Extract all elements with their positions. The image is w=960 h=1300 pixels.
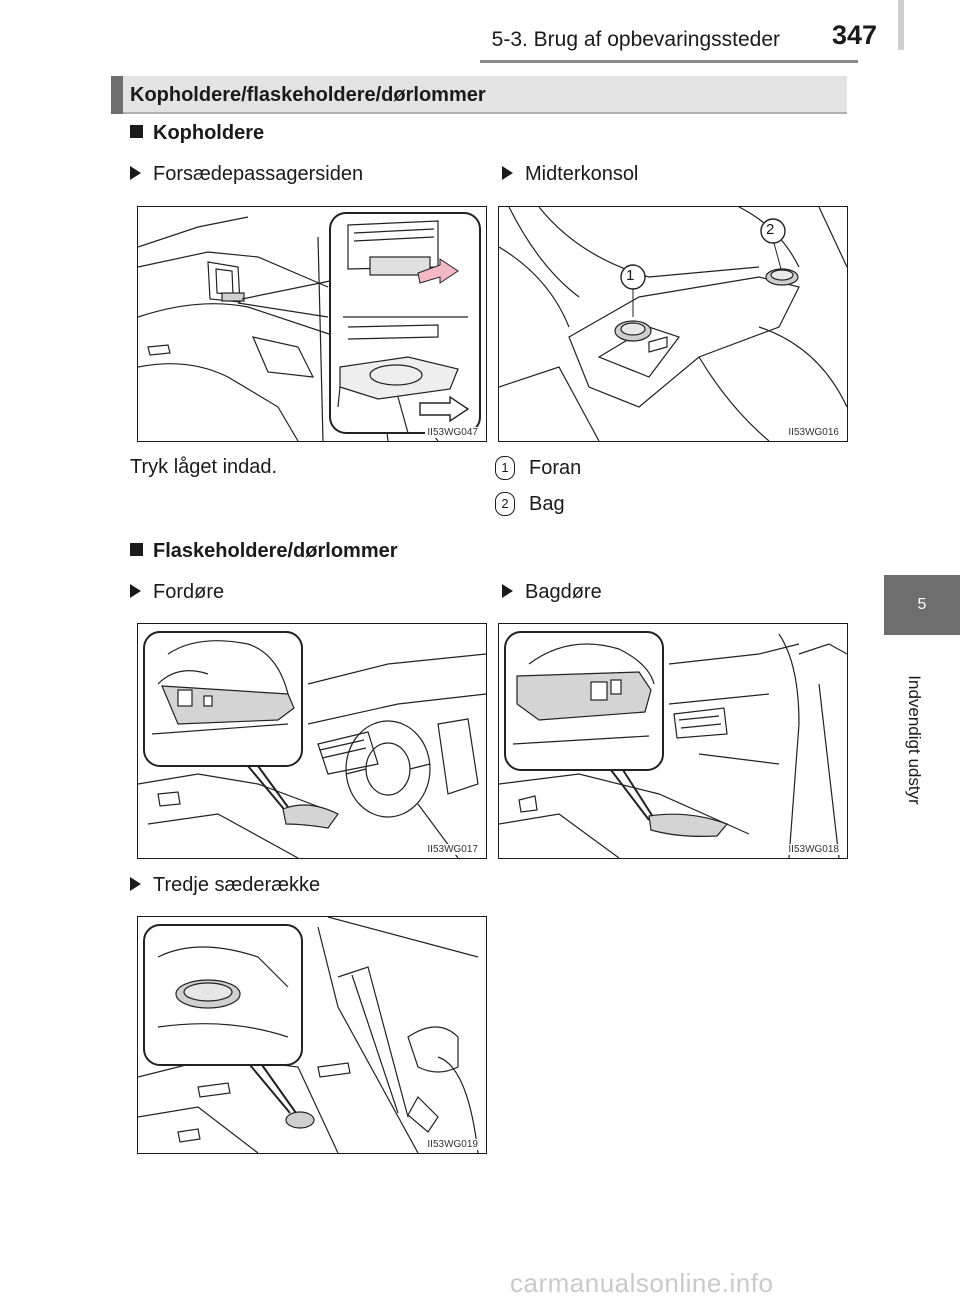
- figure-center-console: 1 2 II53WG016: [498, 206, 848, 442]
- legend-item: 1 Foran: [495, 456, 581, 480]
- figure-passenger-cup-holder: II53WG047: [137, 206, 487, 442]
- subheading-bottle-holders-text: Flaskeholdere/dørlommer: [153, 540, 398, 562]
- figure-code: II53WG017: [425, 844, 480, 855]
- label-rear-doors-text: Bagdøre: [525, 581, 602, 603]
- figure-code: II53WG019: [425, 1139, 480, 1150]
- figure-rear-door-pocket: II53WG018: [498, 623, 848, 859]
- watermark: carmanualsonline.info: [510, 1268, 774, 1298]
- figure-front-door-pocket: II53WG017: [137, 623, 487, 859]
- subheading-bottle-holders: Flaskeholdere/dørlommer: [130, 540, 398, 563]
- label-passenger-side: Forsædepassagersiden: [130, 163, 363, 186]
- center-console-illustration: [499, 207, 847, 441]
- label-front-doors: Fordøre: [130, 581, 224, 604]
- number-badge: 1: [495, 456, 515, 480]
- square-bullet-icon: [130, 125, 143, 138]
- legend-text: Foran: [529, 457, 582, 479]
- callout-1: 1: [626, 267, 635, 284]
- triangle-bullet-icon: [130, 584, 141, 598]
- page-header: [0, 0, 960, 60]
- callout-2: 2: [766, 221, 775, 238]
- third-row-illustration: [138, 917, 479, 1153]
- subheading-cup-holders: Kopholdere: [130, 122, 264, 145]
- label-third-row-text: Tredje sæderække: [153, 874, 321, 896]
- front-door-illustration: [138, 631, 486, 858]
- chapter-title: 5-3. Brug af opbevaringssteder: [491, 28, 780, 51]
- passenger-dashboard-illustration: [138, 212, 481, 441]
- caption-push-lid: Tryk låget indad.: [130, 456, 278, 478]
- triangle-bullet-icon: [502, 584, 513, 598]
- triangle-bullet-icon: [130, 877, 141, 891]
- figure-code: II53WG047: [425, 427, 480, 438]
- section-title: Kopholdere/flaskeholdere/dørlommer: [130, 84, 486, 106]
- figure-code: II53WG018: [786, 844, 841, 855]
- legend-text: Bag: [529, 493, 565, 515]
- rear-door-illustration: [499, 631, 847, 858]
- triangle-bullet-icon: [130, 166, 141, 180]
- legend-item: 2 Bag: [495, 492, 565, 516]
- number-badge: 2: [495, 492, 515, 516]
- label-center-console: Midterkonsol: [502, 163, 638, 186]
- section-heading-accent: [111, 76, 123, 114]
- label-third-row: Tredje sæderække: [130, 874, 320, 897]
- chapter-tab: [884, 575, 960, 635]
- chapter-side-label: Indvendigt udstyr: [905, 675, 924, 805]
- edge-strip: [898, 0, 904, 50]
- section-heading-bar: [111, 76, 847, 114]
- page-number: 347: [832, 20, 878, 50]
- label-passenger-side-text: Forsædepassagersiden: [153, 163, 364, 185]
- label-front-doors-text: Fordøre: [153, 581, 225, 603]
- triangle-bullet-icon: [502, 166, 513, 180]
- figure-code: II53WG016: [786, 427, 841, 438]
- chapter-side-label-wrap: Indvendigt udstyr: [868, 640, 960, 840]
- figure-third-row-holder: II53WG019: [137, 916, 487, 1154]
- label-center-console-text: Midterkonsol: [525, 163, 639, 185]
- square-bullet-icon: [130, 543, 143, 556]
- chapter-tab-number: 5: [917, 596, 927, 613]
- label-rear-doors: Bagdøre: [502, 581, 602, 604]
- header-rule: [480, 60, 858, 63]
- subheading-cup-holders-text: Kopholdere: [153, 122, 265, 144]
